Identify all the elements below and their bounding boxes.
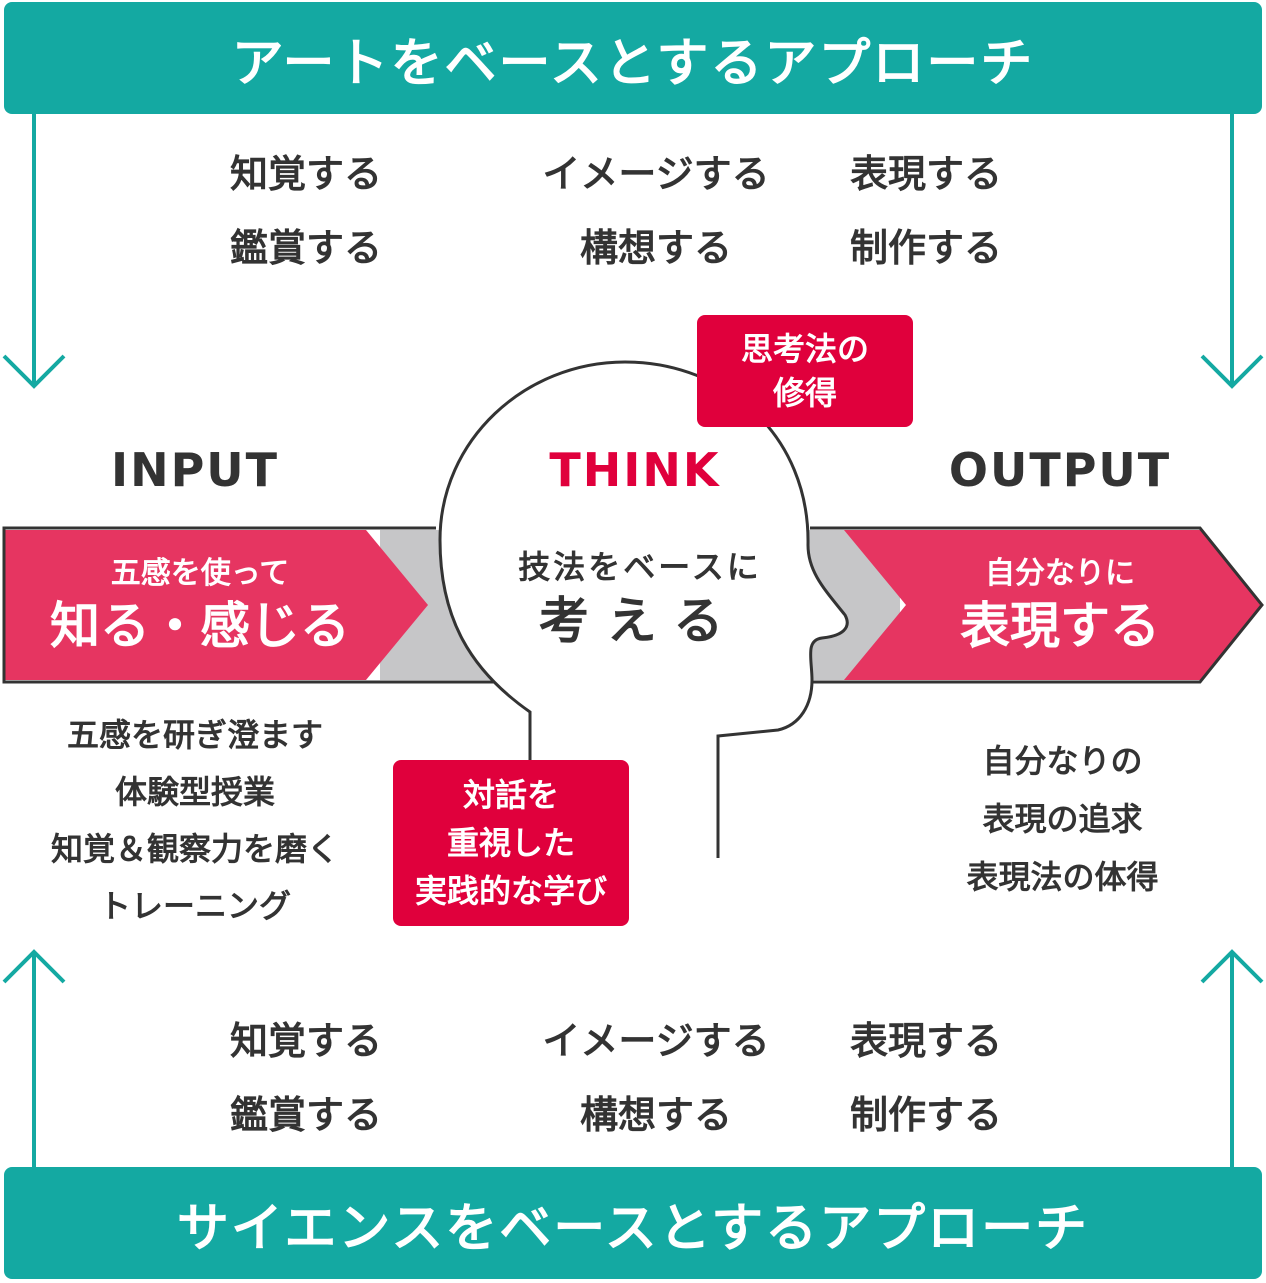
callout-line: 思考法の — [741, 327, 869, 371]
thinking-method-callout: 思考法の 修得 — [697, 315, 913, 427]
detail-line: 表現法の体得 — [920, 848, 1205, 906]
think-sub: 技法をベースに — [470, 546, 810, 588]
input-sub: 五感を使って — [20, 552, 380, 596]
verb: 制作する — [850, 222, 1050, 274]
verb: 知覚する — [230, 1015, 498, 1067]
input-details: 五感を研ぎ澄ます 体験型授業 知覚＆観察力を磨く トレーニング — [10, 707, 380, 935]
input-label: INPUT — [70, 442, 320, 498]
verb: 制作する — [850, 1089, 1050, 1141]
detail-line: トレーニング — [10, 878, 380, 935]
art-approach-banner: アートをベースとするアプローチ — [4, 2, 1262, 114]
verb: 構想する — [498, 1089, 850, 1141]
output-main: 表現する — [890, 596, 1230, 656]
input-main: 知る・感じる — [20, 596, 380, 656]
think-text: 技法をベースに 考える — [470, 546, 810, 654]
bottom-verbs: 知覚する イメージする 表現する 鑑賞する 構想する 制作する — [230, 1015, 1050, 1141]
input-arrow-text: 五感を使って 知る・感じる — [20, 552, 380, 656]
detail-line: 自分なりの — [920, 732, 1205, 790]
output-sub: 自分なりに — [890, 552, 1230, 596]
science-approach-banner: サイエンスをベースとするアプローチ — [4, 1167, 1262, 1279]
detail-line: 知覚＆観察力を磨く — [10, 821, 380, 878]
output-label: OUTPUT — [910, 442, 1210, 498]
verb: 構想する — [498, 222, 850, 274]
think-main: 考える — [470, 588, 810, 654]
verb: イメージする — [498, 1015, 850, 1067]
callout-line: 対話を — [463, 771, 559, 819]
verb: イメージする — [498, 148, 850, 200]
think-label: THINK — [510, 442, 760, 498]
callout-line: 修得 — [773, 371, 837, 415]
top-verbs: 知覚する イメージする 表現する 鑑賞する 構想する 制作する — [230, 148, 1050, 274]
output-arrow-text: 自分なりに 表現する — [890, 552, 1230, 656]
verb: 表現する — [850, 148, 1050, 200]
callout-line: 実践的な学び — [415, 867, 607, 915]
verb: 知覚する — [230, 148, 498, 200]
verb: 表現する — [850, 1015, 1050, 1067]
verb: 鑑賞する — [230, 1089, 498, 1141]
detail-line: 体験型授業 — [10, 764, 380, 821]
detail-line: 表現の追求 — [920, 790, 1205, 848]
output-details: 自分なりの 表現の追求 表現法の体得 — [920, 732, 1205, 906]
dialogue-callout: 対話を 重視した 実践的な学び — [393, 760, 629, 926]
detail-line: 五感を研ぎ澄ます — [10, 707, 380, 764]
callout-line: 重視した — [447, 819, 575, 867]
verb: 鑑賞する — [230, 222, 498, 274]
